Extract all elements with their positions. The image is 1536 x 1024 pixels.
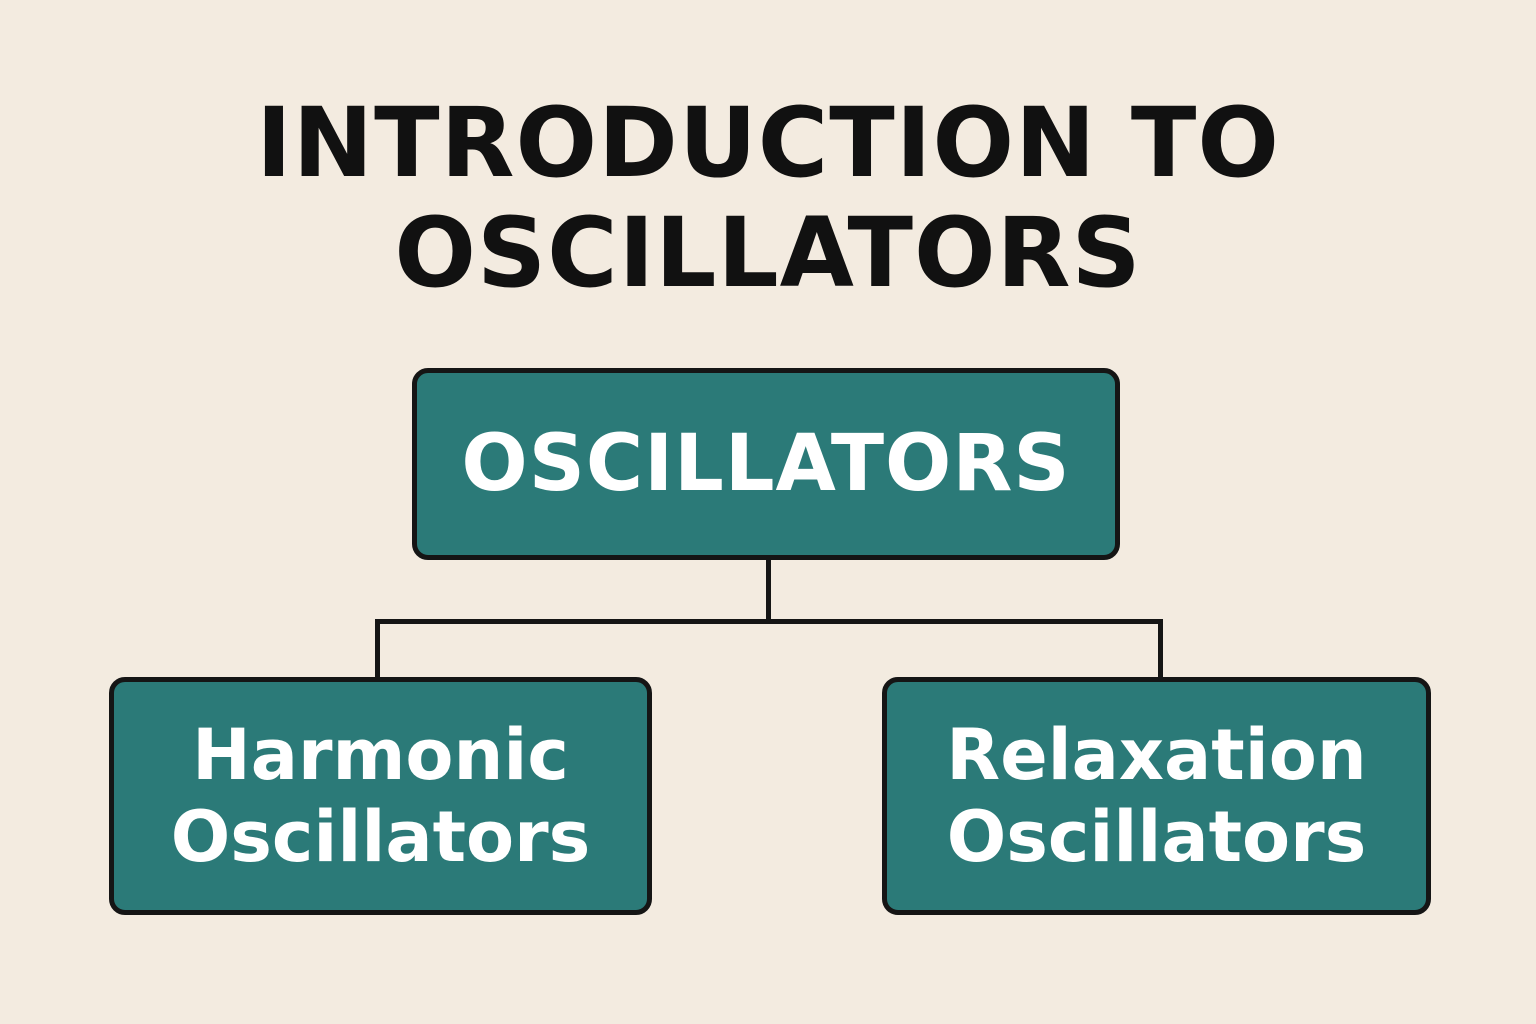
child-node-harmonic: Harmonic Oscillators	[109, 677, 652, 915]
child-node-label-line-1: Harmonic	[192, 714, 569, 796]
connector-drop-left	[375, 619, 380, 679]
root-node-oscillators: OSCILLATORS	[412, 368, 1120, 560]
connector-bar	[375, 619, 1163, 624]
title-line-1: INTRODUCTION TO	[256, 87, 1280, 199]
page-title: INTRODUCTION TO OSCILLATORS	[0, 88, 1536, 308]
child-node-relaxation: Relaxation Oscillators	[882, 677, 1431, 915]
child-node-label-line-2: Oscillators	[946, 796, 1367, 878]
child-node-label-line-2: Oscillators	[170, 796, 591, 878]
root-node-label: OSCILLATORS	[461, 419, 1071, 509]
connector-drop-right	[1158, 619, 1163, 679]
connector-stem	[766, 558, 771, 624]
title-line-2: OSCILLATORS	[394, 197, 1142, 309]
child-node-label-line-1: Relaxation	[946, 714, 1367, 796]
